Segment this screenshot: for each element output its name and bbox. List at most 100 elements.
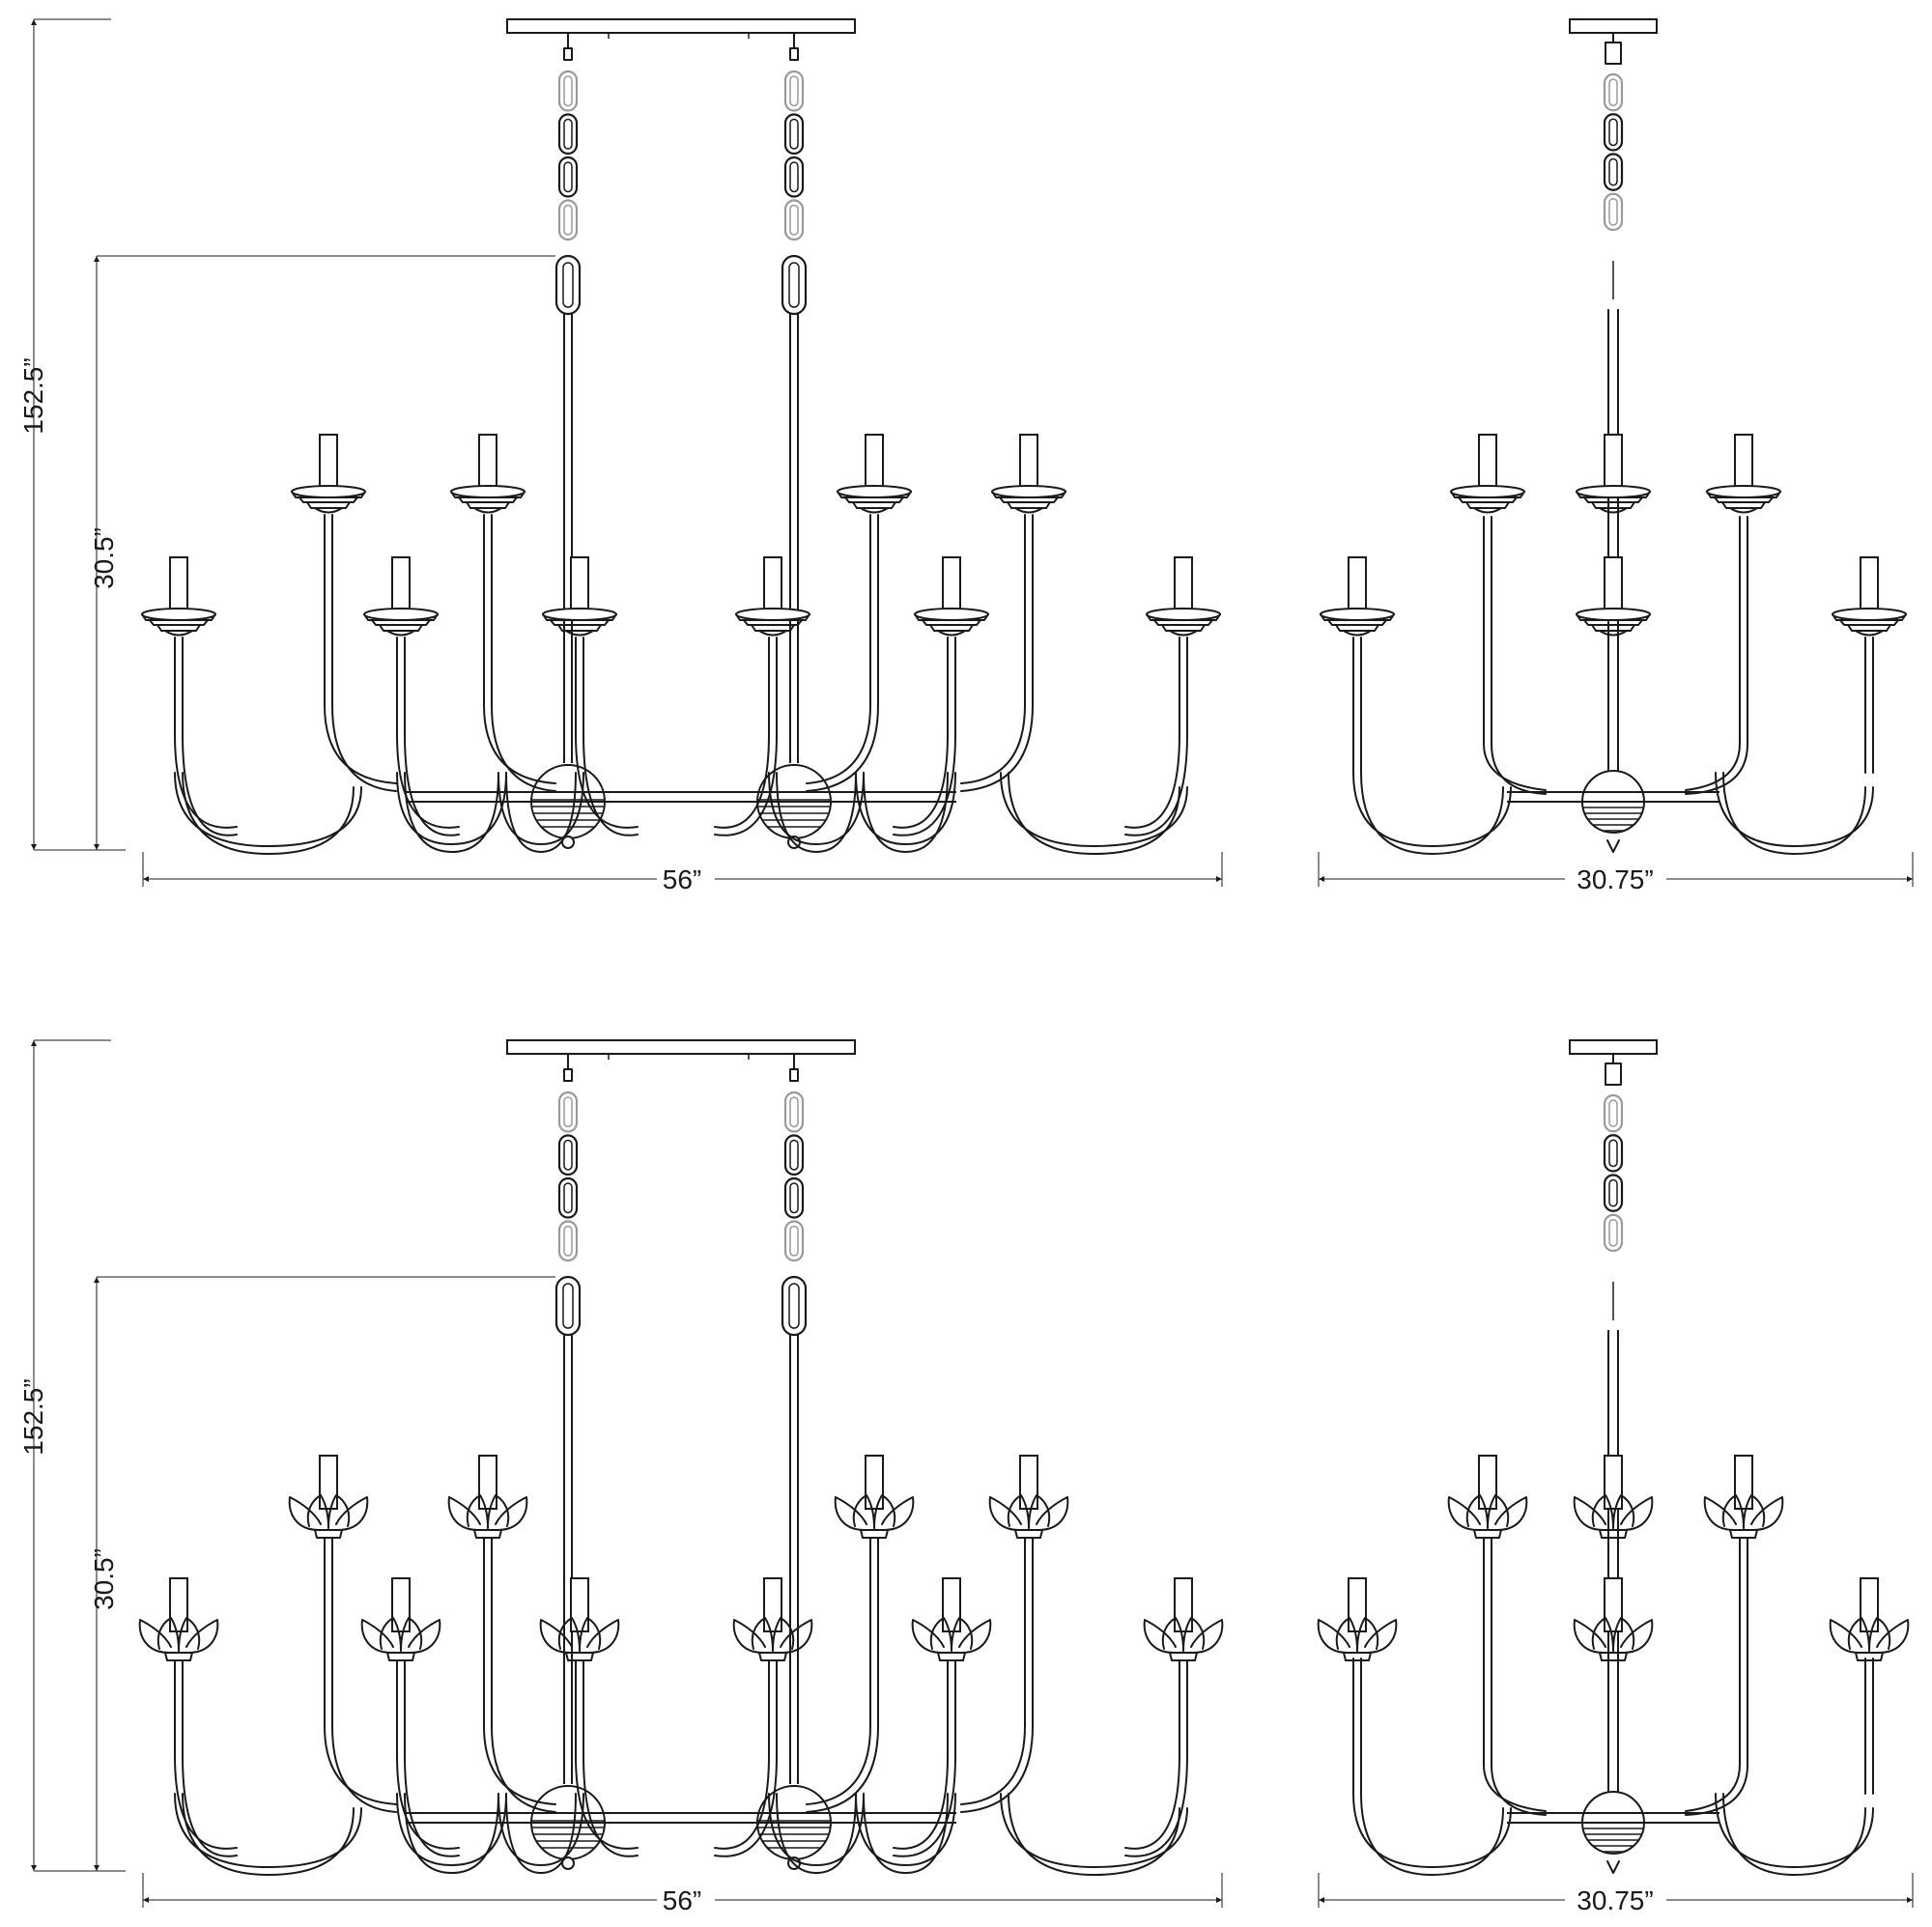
dimension-arrowhead	[1319, 1897, 1324, 1903]
petal-base	[1599, 1652, 1628, 1661]
arm-tube-edge	[182, 637, 238, 836]
candle-sleeve	[1604, 434, 1623, 489]
candle-sleeve	[942, 1577, 961, 1632]
candle-sleeve	[319, 434, 338, 489]
flower-petal-cup-icon	[1573, 1619, 1606, 1654]
flower-petal-cup-icon	[1028, 1494, 1051, 1529]
bobeche-rim	[363, 613, 439, 621]
arm-tube-edge	[806, 1537, 871, 1805]
bobeche-tier	[1007, 501, 1051, 509]
arm-tube-edge	[714, 637, 770, 829]
chain-link-icon	[783, 70, 805, 112]
arm-tube-edge	[324, 514, 397, 784]
arm-tube-edge	[1124, 637, 1180, 829]
flower-petal-cup-icon	[178, 1617, 201, 1652]
dimension-annotations: 152.5”30.5”56”30.75”	[18, 1039, 1914, 1915]
petal-base	[860, 1529, 889, 1539]
arm-tube-edge	[893, 637, 956, 836]
petal-candle-arm-top	[138, 1577, 219, 1661]
arm-curve-edge	[404, 772, 499, 853]
bobeche-rim	[1146, 613, 1221, 621]
flower-petal-cup-icon	[539, 1619, 573, 1654]
dimension-arrowhead	[31, 19, 37, 25]
dimension-label-front-width: 56”	[663, 864, 701, 894]
chain-link-icon	[783, 156, 805, 198]
petal-candle-arm-top	[539, 1577, 620, 1661]
candle-sleeve	[319, 1455, 338, 1510]
chain-link-inner	[789, 1182, 799, 1214]
candle-socket-icon	[141, 608, 216, 621]
canopy-hook	[789, 1053, 799, 1082]
petal-base	[565, 1652, 594, 1661]
arm-curve-edge	[505, 772, 577, 853]
chain-link-inner	[1608, 1219, 1618, 1247]
arm-curve-edge	[1352, 1793, 1512, 1868]
chain-link-icon	[1603, 1213, 1624, 1253]
flower-petal-cup-icon	[379, 1617, 402, 1652]
chain-link-icon	[783, 1091, 805, 1262]
bobeche-tier	[1583, 496, 1643, 503]
candle-arm-top	[363, 556, 439, 637]
candle-sleeve	[1348, 556, 1367, 611]
rod-loop	[781, 1275, 808, 1337]
bobeche-rim	[1450, 491, 1525, 498]
flower-petal-cup-icon	[360, 1619, 394, 1654]
candle-arm-top	[1832, 556, 1907, 637]
arm-tube-edge	[960, 1537, 1034, 1813]
flower-petal-cup-icon	[1829, 1619, 1862, 1654]
arm-tube-edge	[714, 1659, 770, 1850]
candle-sleeve	[570, 1577, 589, 1632]
bobeche-tier	[751, 624, 795, 632]
arm-tube-edge	[491, 514, 556, 792]
bobeche-tier	[557, 624, 602, 632]
arm-tube-edge	[582, 637, 639, 836]
candle-socket-icon	[735, 608, 810, 621]
chain-link-inner	[563, 118, 573, 150]
arm-tube-edge	[404, 1659, 460, 1857]
chain-link-inner	[789, 118, 799, 150]
arm-tube-edge	[174, 637, 238, 829]
dimension-label-side-width: 30.75”	[1577, 1885, 1653, 1915]
arm-curve-edge	[863, 1793, 949, 1874]
petal-base	[1473, 1529, 1502, 1539]
flower-petal-cup-icon	[335, 1496, 369, 1531]
arm-curve-edge	[174, 772, 362, 847]
side-elevation-view	[1320, 18, 1907, 855]
flower-petal-cup-icon	[586, 1619, 620, 1654]
arm-curve-edge	[776, 772, 857, 853]
candle-sleeve	[1019, 434, 1038, 489]
candle-sleeve	[1604, 1455, 1623, 1510]
candle-sleeve	[1860, 1577, 1879, 1632]
arm-tube-edge	[483, 1537, 556, 1805]
flower-petal-cup-icon	[1620, 1496, 1654, 1531]
bobeche-rim	[991, 491, 1066, 498]
flower-petal-cup-icon	[852, 1494, 875, 1529]
bobeche-tier	[1839, 619, 1899, 626]
arm-tube-edge	[483, 514, 556, 784]
arm-tube-edge	[174, 1659, 238, 1850]
candle-sleeve	[169, 1577, 188, 1632]
candle-sleeve	[1734, 1455, 1753, 1510]
arm-curve-edge	[768, 772, 865, 845]
petal-base	[1343, 1652, 1372, 1661]
bobeche-base	[565, 630, 594, 637]
chain-link-icon	[557, 70, 579, 112]
arm-curve-edge	[863, 772, 949, 853]
petal-base	[758, 1652, 787, 1661]
petal-base	[1729, 1529, 1758, 1539]
bobeche-base	[1599, 507, 1628, 514]
chain-link-inner	[563, 75, 573, 107]
petal-candle-arm-top	[447, 1455, 528, 1539]
dimension-arrowhead	[143, 1897, 149, 1903]
dimension-arrowhead	[143, 876, 149, 882]
chain-link-icon	[783, 199, 805, 241]
rod-loop-inner	[562, 262, 574, 308]
drawing-panel-bottom: 152.5”30.5”56”30.75”	[18, 1039, 1914, 1915]
flower-petal-cup-icon	[780, 1619, 813, 1654]
arm-curve-edge	[396, 1793, 507, 1866]
chain-link-inner	[789, 75, 799, 107]
ceiling-canopy-round	[1569, 1039, 1658, 1055]
bobeche-tier	[1583, 619, 1643, 626]
candle-arm-top	[291, 434, 366, 514]
